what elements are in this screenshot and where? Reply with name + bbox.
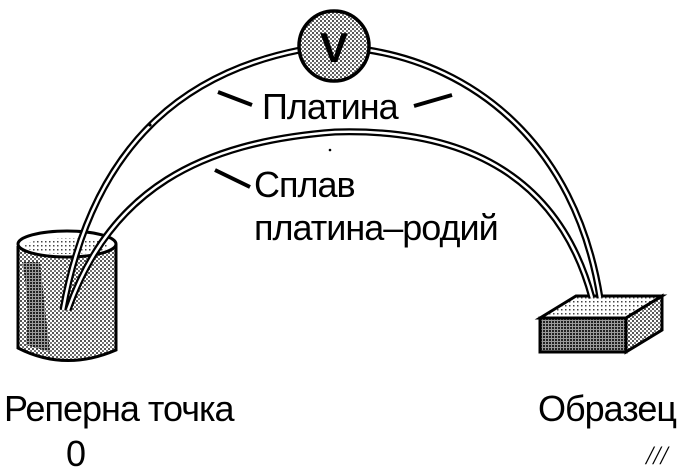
voltmeter-symbol: V — [320, 24, 348, 71]
sample-label: Образец — [538, 388, 676, 429]
sample-block — [534, 293, 668, 355]
voltmeter: V — [297, 9, 371, 83]
alloy-label-line2: платина–родий — [254, 207, 498, 248]
leader-lines — [214, 90, 453, 189]
platinum-wire — [59, 46, 604, 311]
speck — [148, 123, 152, 127]
platinum-label: Платина — [262, 86, 400, 127]
alloy-wire — [64, 128, 596, 312]
reference-value-label: 0 — [66, 433, 85, 472]
alloy-label-line1: Сплав — [254, 164, 355, 205]
speck — [328, 148, 332, 152]
sample-mark: /// — [644, 441, 670, 470]
reference-point-label: Реперна точка — [4, 388, 236, 429]
